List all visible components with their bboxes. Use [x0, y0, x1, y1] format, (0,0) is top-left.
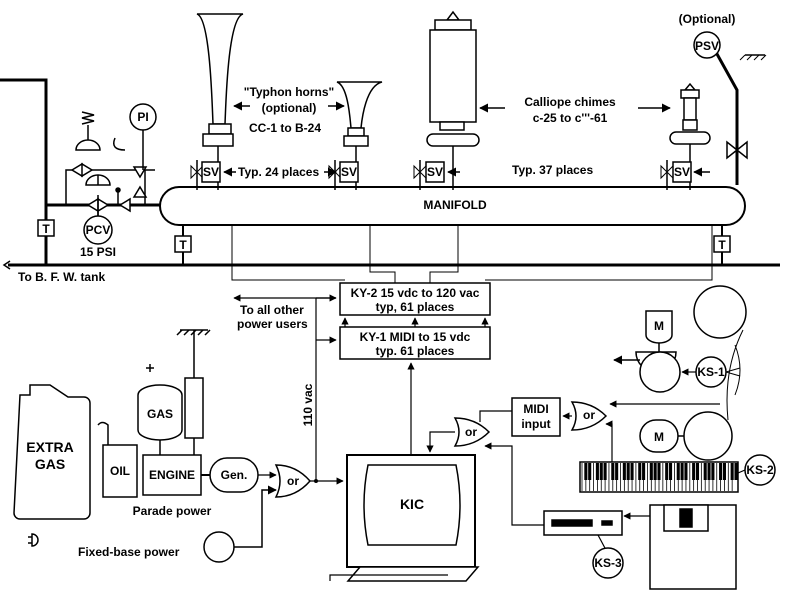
- typhon-optional-label: (optional): [262, 101, 317, 115]
- svg-text:T: T: [42, 222, 50, 236]
- svg-text:KIC: KIC: [400, 496, 424, 512]
- ks2-sensor: KS-2: [737, 454, 776, 486]
- ks3-sensor: KS-3: [592, 534, 624, 579]
- vac110-label: 110 vac: [301, 383, 315, 426]
- other-users-label-2: power users: [237, 317, 308, 331]
- pressure-regulator-assembly: [65, 111, 155, 220]
- svg-text:T: T: [718, 238, 726, 252]
- svg-text:GAS: GAS: [35, 456, 65, 472]
- trap-left: T: [37, 219, 55, 237]
- fixed-base-plug: [28, 485, 277, 563]
- trap-manifold-right: T: [713, 235, 731, 253]
- svg-text:PCV: PCV: [86, 223, 111, 237]
- cc-range-label: CC-1 to B-24: [249, 121, 321, 135]
- pcv-pressure: 15 PSI: [80, 245, 116, 259]
- exhaust-stack: [176, 329, 211, 455]
- ky1-relay-block: KY-1 MIDI to 15 vdc typ. 61 places: [339, 326, 491, 360]
- midi-input-box: MIDI input: [511, 397, 561, 437]
- ks1-sensor: KS-1: [681, 329, 744, 421]
- svg-text:KY-1 MIDI to 15 vdc: KY-1 MIDI to 15 vdc: [360, 330, 471, 344]
- solenoid-valve-4: SV: [660, 160, 692, 190]
- svg-text:SV: SV: [203, 165, 219, 179]
- other-users-label-1: To all other: [240, 303, 304, 317]
- svg-text:SV: SV: [427, 165, 443, 179]
- gas-tank: GAS: [137, 364, 183, 455]
- generator: Gen.: [201, 457, 277, 493]
- or-gate-power: or: [274, 464, 344, 498]
- svg-text:PI: PI: [137, 110, 148, 124]
- manifold: MANIFOLD: [159, 186, 746, 226]
- svg-text:KY-2 15 vdc to 120 vac: KY-2 15 vdc to 120 vac: [351, 286, 480, 300]
- svg-text:GAS: GAS: [147, 407, 173, 421]
- engine: ENGINE: [142, 454, 202, 496]
- psv: (Optional) PSV: [679, 12, 767, 160]
- calliope-chimes-label: Calliope chimes: [524, 95, 616, 109]
- pi-gauge: PI: [129, 103, 157, 170]
- svg-text:T: T: [179, 238, 187, 252]
- typ24-label: Typ. 24 places: [238, 165, 319, 179]
- svg-text:or: or: [465, 425, 477, 439]
- svg-text:OIL: OIL: [110, 464, 130, 478]
- floppy-disk: [649, 504, 737, 590]
- svg-text:ENGINE: ENGINE: [149, 468, 195, 482]
- svg-text:typ, 61 places: typ, 61 places: [376, 300, 455, 314]
- svg-text:or: or: [287, 474, 299, 488]
- svg-text:typ. 61 places: typ. 61 places: [376, 344, 455, 358]
- parade-power-label: Parade power: [133, 504, 212, 518]
- typhon-horns-label: "Typhon horns": [244, 85, 334, 99]
- or-gate-midi: or: [562, 400, 720, 462]
- kic-computer: KIC: [329, 454, 480, 582]
- psv-optional-label: (Optional): [679, 12, 736, 26]
- blower-motor-top: M: [613, 285, 747, 393]
- main-piping: [0, 44, 780, 267]
- svg-text:input: input: [521, 417, 550, 431]
- extra-gas-can: EXTRA GAS: [13, 384, 91, 520]
- svg-text:EXTRA: EXTRA: [26, 439, 73, 455]
- svg-text:KS-2: KS-2: [746, 463, 774, 477]
- solenoid-valve-2: SV: [328, 160, 359, 190]
- svg-text:MIDI: MIDI: [523, 402, 548, 416]
- svg-text:KS-1: KS-1: [697, 365, 725, 379]
- valve-control-wiring: [231, 225, 713, 283]
- solenoid-valve-1: SV: [190, 160, 221, 190]
- chime-range-label: c-25 to c'''-61: [533, 111, 608, 125]
- ky2-relay-block: KY-2 15 vdc to 120 vac typ, 61 places: [339, 282, 491, 316]
- svg-text:KS-3: KS-3: [594, 556, 622, 570]
- blower-motor-bottom: M: [639, 411, 733, 461]
- ky-interconnects: [233, 294, 489, 480]
- fixed-base-power-label: Fixed-base power: [78, 545, 180, 559]
- calliope-chime-large: [426, 10, 480, 190]
- svg-text:PSV: PSV: [695, 39, 719, 53]
- svg-text:SV: SV: [674, 165, 690, 179]
- oil-container: OIL: [97, 421, 138, 498]
- svg-text:Gen.: Gen.: [221, 468, 248, 482]
- keyboard-black-key: [734, 463, 738, 480]
- manifold-label: MANIFOLD: [423, 198, 487, 212]
- trap-manifold-left: T: [174, 235, 192, 253]
- svg-text:SV: SV: [341, 165, 357, 179]
- svg-text:M: M: [654, 319, 664, 333]
- bfw-tank-label: To B. F. W. tank: [18, 270, 105, 284]
- svg-text:M: M: [654, 430, 664, 444]
- solenoid-valve-3: SV: [413, 160, 445, 190]
- midi-keyboard: [579, 461, 739, 493]
- disk-drive: [484, 442, 650, 536]
- typ37-label: Typ. 37 places: [512, 163, 593, 177]
- pcv: PCV 15 PSI: [80, 212, 116, 259]
- or-gate-input: or: [426, 410, 512, 453]
- svg-text:or: or: [583, 408, 595, 422]
